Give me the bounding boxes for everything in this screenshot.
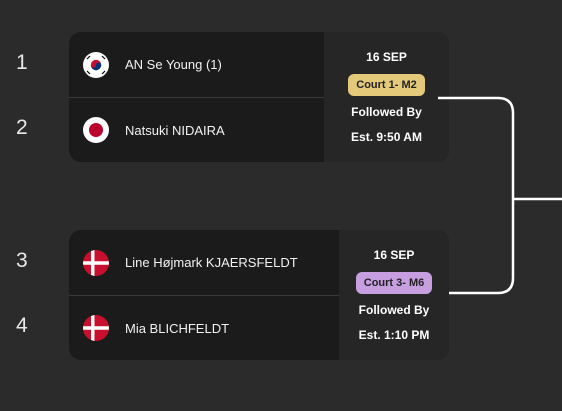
match-info: 16 SEP Court 3- M6 Followed By Est. 1:10…: [339, 230, 449, 360]
player-row[interactable]: AN Se Young (1): [69, 32, 324, 97]
estimated-time: Est. 1:10 PM: [358, 328, 430, 342]
match-card[interactable]: AN Se Young (1) Natsuki NIDAIRA 16 SEP C…: [69, 32, 449, 162]
match-card[interactable]: Line Højmark KJAERSFELDT Mia BLICHFELDT …: [69, 230, 449, 360]
followed-by-label: Followed By: [351, 105, 422, 119]
court-badge: Court 1- M2: [348, 74, 425, 96]
match-info: 16 SEP Court 1- M2 Followed By Est. 9:50…: [324, 32, 449, 162]
court-badge: Court 3- M6: [355, 272, 433, 294]
seed-number: 2: [16, 116, 28, 139]
player-name: AN Se Young (1): [125, 57, 222, 72]
match-players: AN Se Young (1) Natsuki NIDAIRA: [69, 32, 324, 162]
japan-flag-icon: [83, 117, 109, 143]
player-name: Natsuki NIDAIRA: [125, 122, 225, 138]
seed-number: 4: [16, 314, 28, 337]
player-row[interactable]: Line Højmark KJAERSFELDT: [69, 230, 339, 295]
player-row[interactable]: Natsuki NIDAIRA: [69, 97, 324, 162]
seed-number: 3: [16, 249, 28, 272]
korea-flag-icon: [83, 51, 109, 78]
match-players: Line Højmark KJAERSFELDT Mia BLICHFELDT: [69, 230, 339, 360]
denmark-flag-icon: [83, 249, 109, 276]
estimated-time: Est. 9:50 AM: [351, 130, 422, 144]
match-date: 16 SEP: [373, 248, 415, 262]
match-date: 16 SEP: [366, 50, 407, 64]
seed-number: 1: [16, 51, 28, 74]
player-name: Mia BLICHFELDT: [125, 320, 230, 336]
player-name: Line Højmark KJAERSFELDT: [125, 255, 298, 270]
player-row[interactable]: Mia BLICHFELDT: [69, 295, 339, 360]
denmark-flag-icon: [83, 315, 109, 341]
followed-by-label: Followed By: [358, 303, 430, 317]
